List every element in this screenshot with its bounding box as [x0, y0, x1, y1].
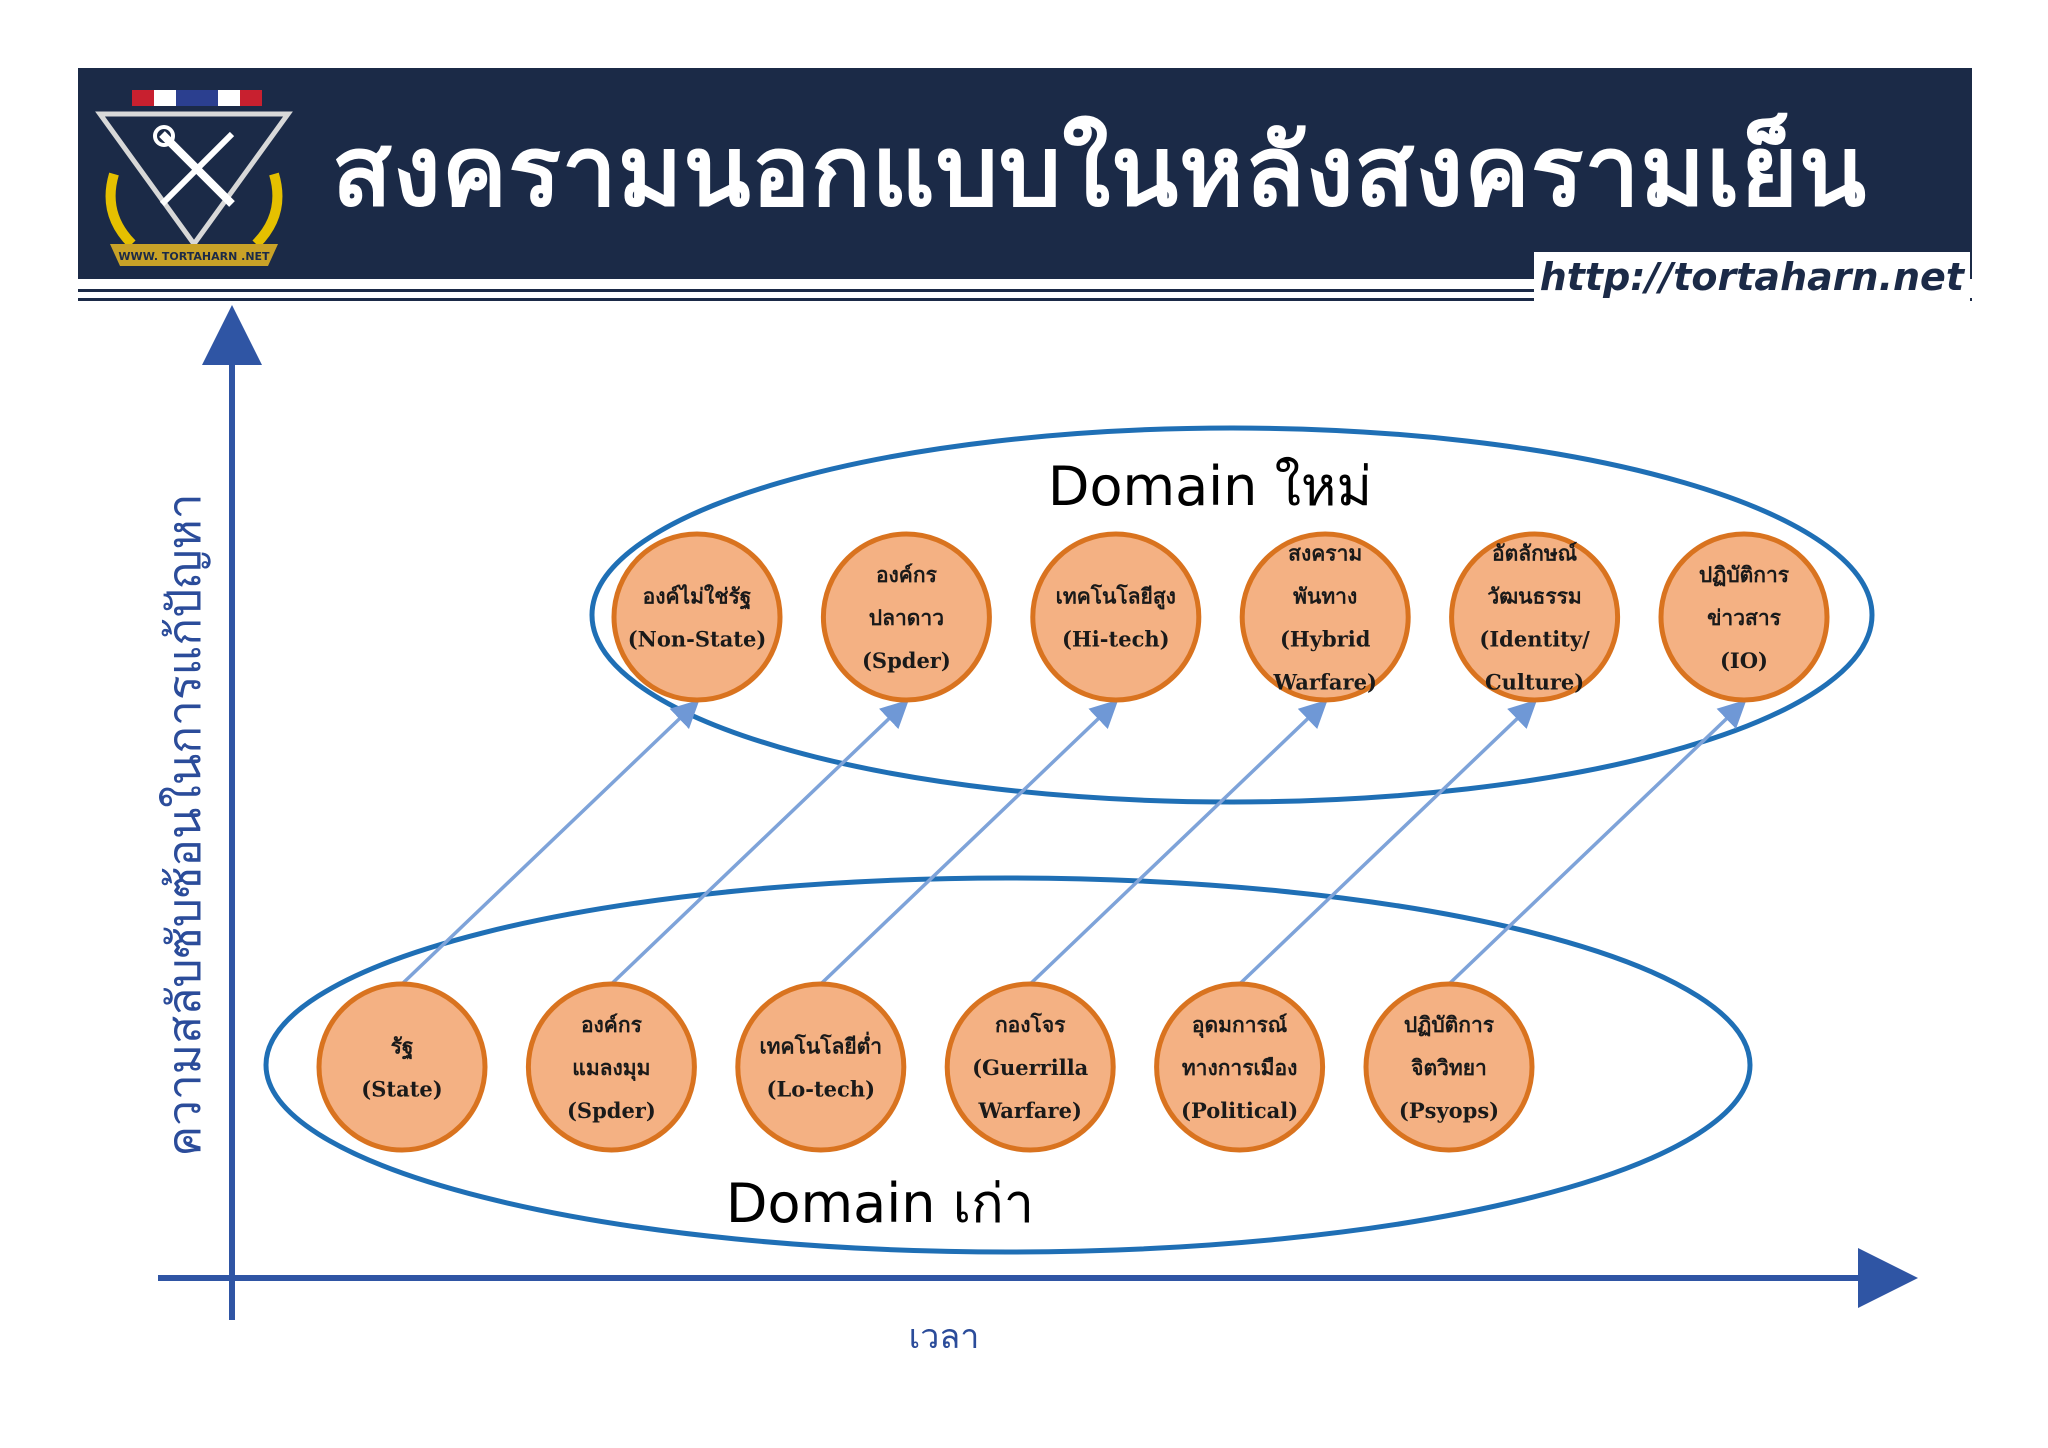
new-domain-node-text: (IO) [1720, 648, 1768, 673]
old-domain-node-circle [525, 981, 697, 1153]
old-domain-node-text: จิตวิทยา [1410, 1055, 1486, 1080]
new-domain-node-text: ปลาดาว [869, 605, 944, 630]
new-domain-node-circle [1239, 531, 1411, 703]
header-rule-line-lower [78, 298, 1972, 301]
old-domain-node-circle [316, 981, 488, 1153]
old-domain-node-text: (Lo-tech) [767, 1077, 875, 1102]
old-domain-node-text: (State) [361, 1077, 442, 1102]
new-domain-node-circle [1449, 531, 1621, 703]
header-rule-line [78, 289, 1578, 292]
new-domain-node-circle [611, 531, 783, 703]
old-domain-node-text: อุดมการณ์ [1192, 1012, 1288, 1039]
page-title: สงครามนอกแบบในหลังสงครามเย็น [332, 115, 1867, 229]
new-domain-node-text: Warfare) [1272, 670, 1376, 695]
old-domain-label: Domain เก่า [726, 1172, 1034, 1235]
new-domain-ellipse [589, 425, 1875, 805]
new-domain-node-text: (Spder) [862, 648, 951, 673]
x-axis-label: เวลา [909, 1317, 980, 1357]
new-domain-node-text: สงคราม [1288, 541, 1362, 566]
new-domain-node-text: องค์ไม่ใช่รัฐ [643, 584, 752, 611]
new-domain-node-circle [1030, 531, 1202, 703]
old-domain-node-text: รัฐ [391, 1034, 414, 1061]
old-domain-node-circle [1363, 981, 1535, 1153]
new-domain-node-text: (Identity/ [1479, 627, 1590, 652]
new-domain-node-text: Culture) [1485, 670, 1584, 695]
new-domain-node-text: วัฒนธรรม [1487, 584, 1581, 609]
new-domain-node-text: (Non-State) [628, 627, 767, 652]
new-domain-node-circle [820, 531, 992, 703]
new-domain-node-text: ข่าวสาร [1707, 605, 1782, 630]
old-domain-node-text: แมลงมุม [572, 1055, 650, 1082]
new-domain-node-1: องค์ไม่ใช่รัฐ (Non-State) [611, 531, 783, 703]
old-domain-node-text: เทคโนโลยีต่ำ [760, 1031, 883, 1059]
old-domain-node-text: กองโจร [995, 1012, 1066, 1037]
new-domain-node-text: เทคโนโลยีสูง [1056, 584, 1176, 611]
transition-arrow-4 [1028, 699, 1328, 986]
old-domain-node-text: (Spder) [567, 1098, 656, 1123]
new-domain-node-text: ปฏิบัติการ [1699, 562, 1790, 587]
old-domain-ellipse [263, 875, 1753, 1255]
new-domain-node-circle [1658, 531, 1830, 703]
old-domain-node-3: เทคโนโลยีต่ำ (Lo-tech) [735, 981, 907, 1153]
old-domain-node-circle [735, 981, 907, 1153]
old-domain-node-text: (Political) [1181, 1098, 1298, 1123]
transition-arrow-6 [1447, 699, 1747, 986]
transition-arrow-1 [400, 699, 700, 986]
site-url: http://tortaharn.net [1533, 252, 1970, 302]
transition-arrows [400, 699, 1747, 986]
new-domain-node-text: พันทาง [1293, 584, 1357, 609]
y-axis-label: ความสลับซับซ้อนในการแก้ปัญหา [157, 493, 211, 1156]
new-domain-node-text: (Hybrid [1280, 627, 1371, 652]
old-domain-node-text: (Guerrilla [972, 1055, 1089, 1080]
old-domain-node-circle [944, 981, 1116, 1153]
old-domain-node-text: องค์กร [581, 1012, 643, 1037]
transition-arrow-5 [1238, 699, 1538, 986]
logo-text: WWW. TORTAHARN .NET [118, 250, 270, 263]
new-domain-node-text: อัตลักษณ์ [1492, 541, 1578, 566]
old-domain-node-1: รัฐ (State) [316, 981, 488, 1153]
old-domain-node-text: Warfare) [977, 1098, 1081, 1123]
new-domain-node-5: อัตลักษณ์วัฒนธรรม (Identity/Culture) [1449, 531, 1621, 703]
transition-arrow-3 [819, 699, 1119, 986]
new-domain-node-text: องค์กร [876, 562, 938, 587]
header-banner [78, 68, 1972, 279]
tortaharn-logo: WWW. TORTAHARN .NET [95, 90, 293, 266]
old-domain-node-text: ทางการเมือง [1182, 1055, 1298, 1080]
new-domain-label: Domain ใหม่ [1048, 455, 1372, 518]
new-domain-node-3: เทคโนโลยีสูง (Hi-tech) [1030, 531, 1202, 703]
old-domain-node-circle [1154, 981, 1326, 1153]
old-domain-node-5: อุดมการณ์ทางการเมือง (Political) [1154, 981, 1326, 1153]
old-domain-node-text: (Psyops) [1399, 1098, 1499, 1123]
old-domain-node-text: ปฏิบัติการ [1404, 1012, 1495, 1037]
transition-arrow-2 [610, 699, 909, 986]
new-domain-node-text: (Hi-tech) [1062, 627, 1170, 652]
